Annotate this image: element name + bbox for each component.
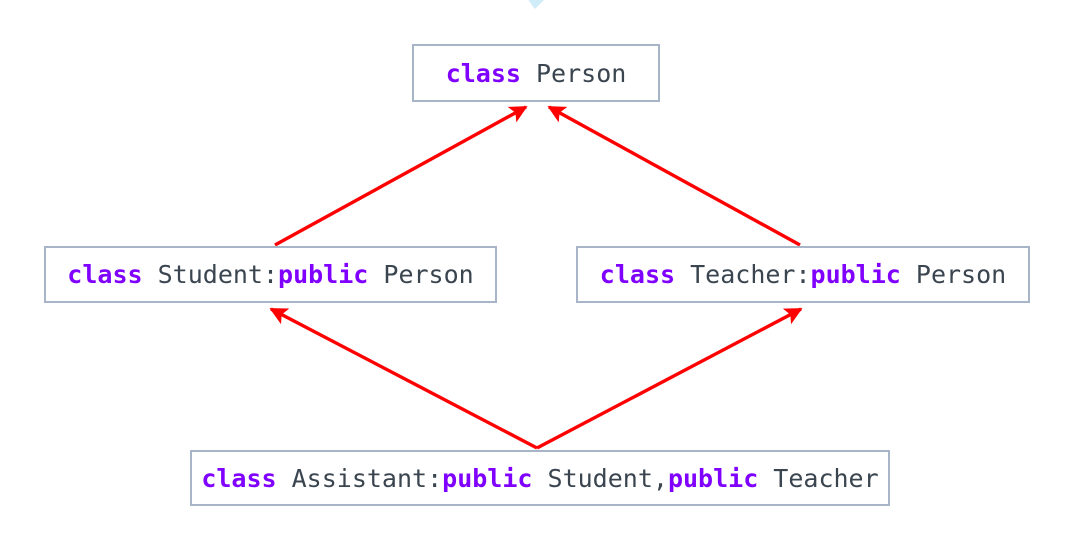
arrow-student-to-person xyxy=(274,105,528,247)
arrow-teacher-to-person xyxy=(547,105,801,247)
identifier-base-person: Person xyxy=(368,260,474,289)
keyword-class: class xyxy=(599,260,676,289)
identifier-base-student: Student, xyxy=(532,463,668,493)
identifier-base-teacher: Teacher xyxy=(758,463,879,493)
identifier-person: Person xyxy=(520,58,627,88)
identifier-base-person: Person xyxy=(900,260,1007,289)
class-node-student[interactable]: class Student:public Person xyxy=(44,246,497,303)
class-node-teacher[interactable]: class Teacher:public Person xyxy=(576,246,1030,303)
class-node-person[interactable]: class Person xyxy=(412,44,660,102)
keyword-public: public xyxy=(278,260,369,289)
keyword-public-second: public xyxy=(667,463,759,493)
keyword-public: public xyxy=(810,260,901,289)
arrow-assistant-to-teacher xyxy=(536,307,803,450)
keyword-public-first: public xyxy=(442,463,533,493)
keyword-class: class xyxy=(201,463,277,493)
arrow-assistant-to-student xyxy=(269,307,538,450)
mouse-cursor-icon xyxy=(528,0,544,9)
identifier-teacher: Teacher: xyxy=(675,260,811,289)
identifier-student: Student: xyxy=(142,260,279,289)
identifier-assistant: Assistant: xyxy=(276,463,443,493)
keyword-class: class xyxy=(67,260,143,289)
keyword-class: class xyxy=(445,58,521,88)
class-node-assistant[interactable]: class Assistant:public Student,public Te… xyxy=(190,450,890,506)
